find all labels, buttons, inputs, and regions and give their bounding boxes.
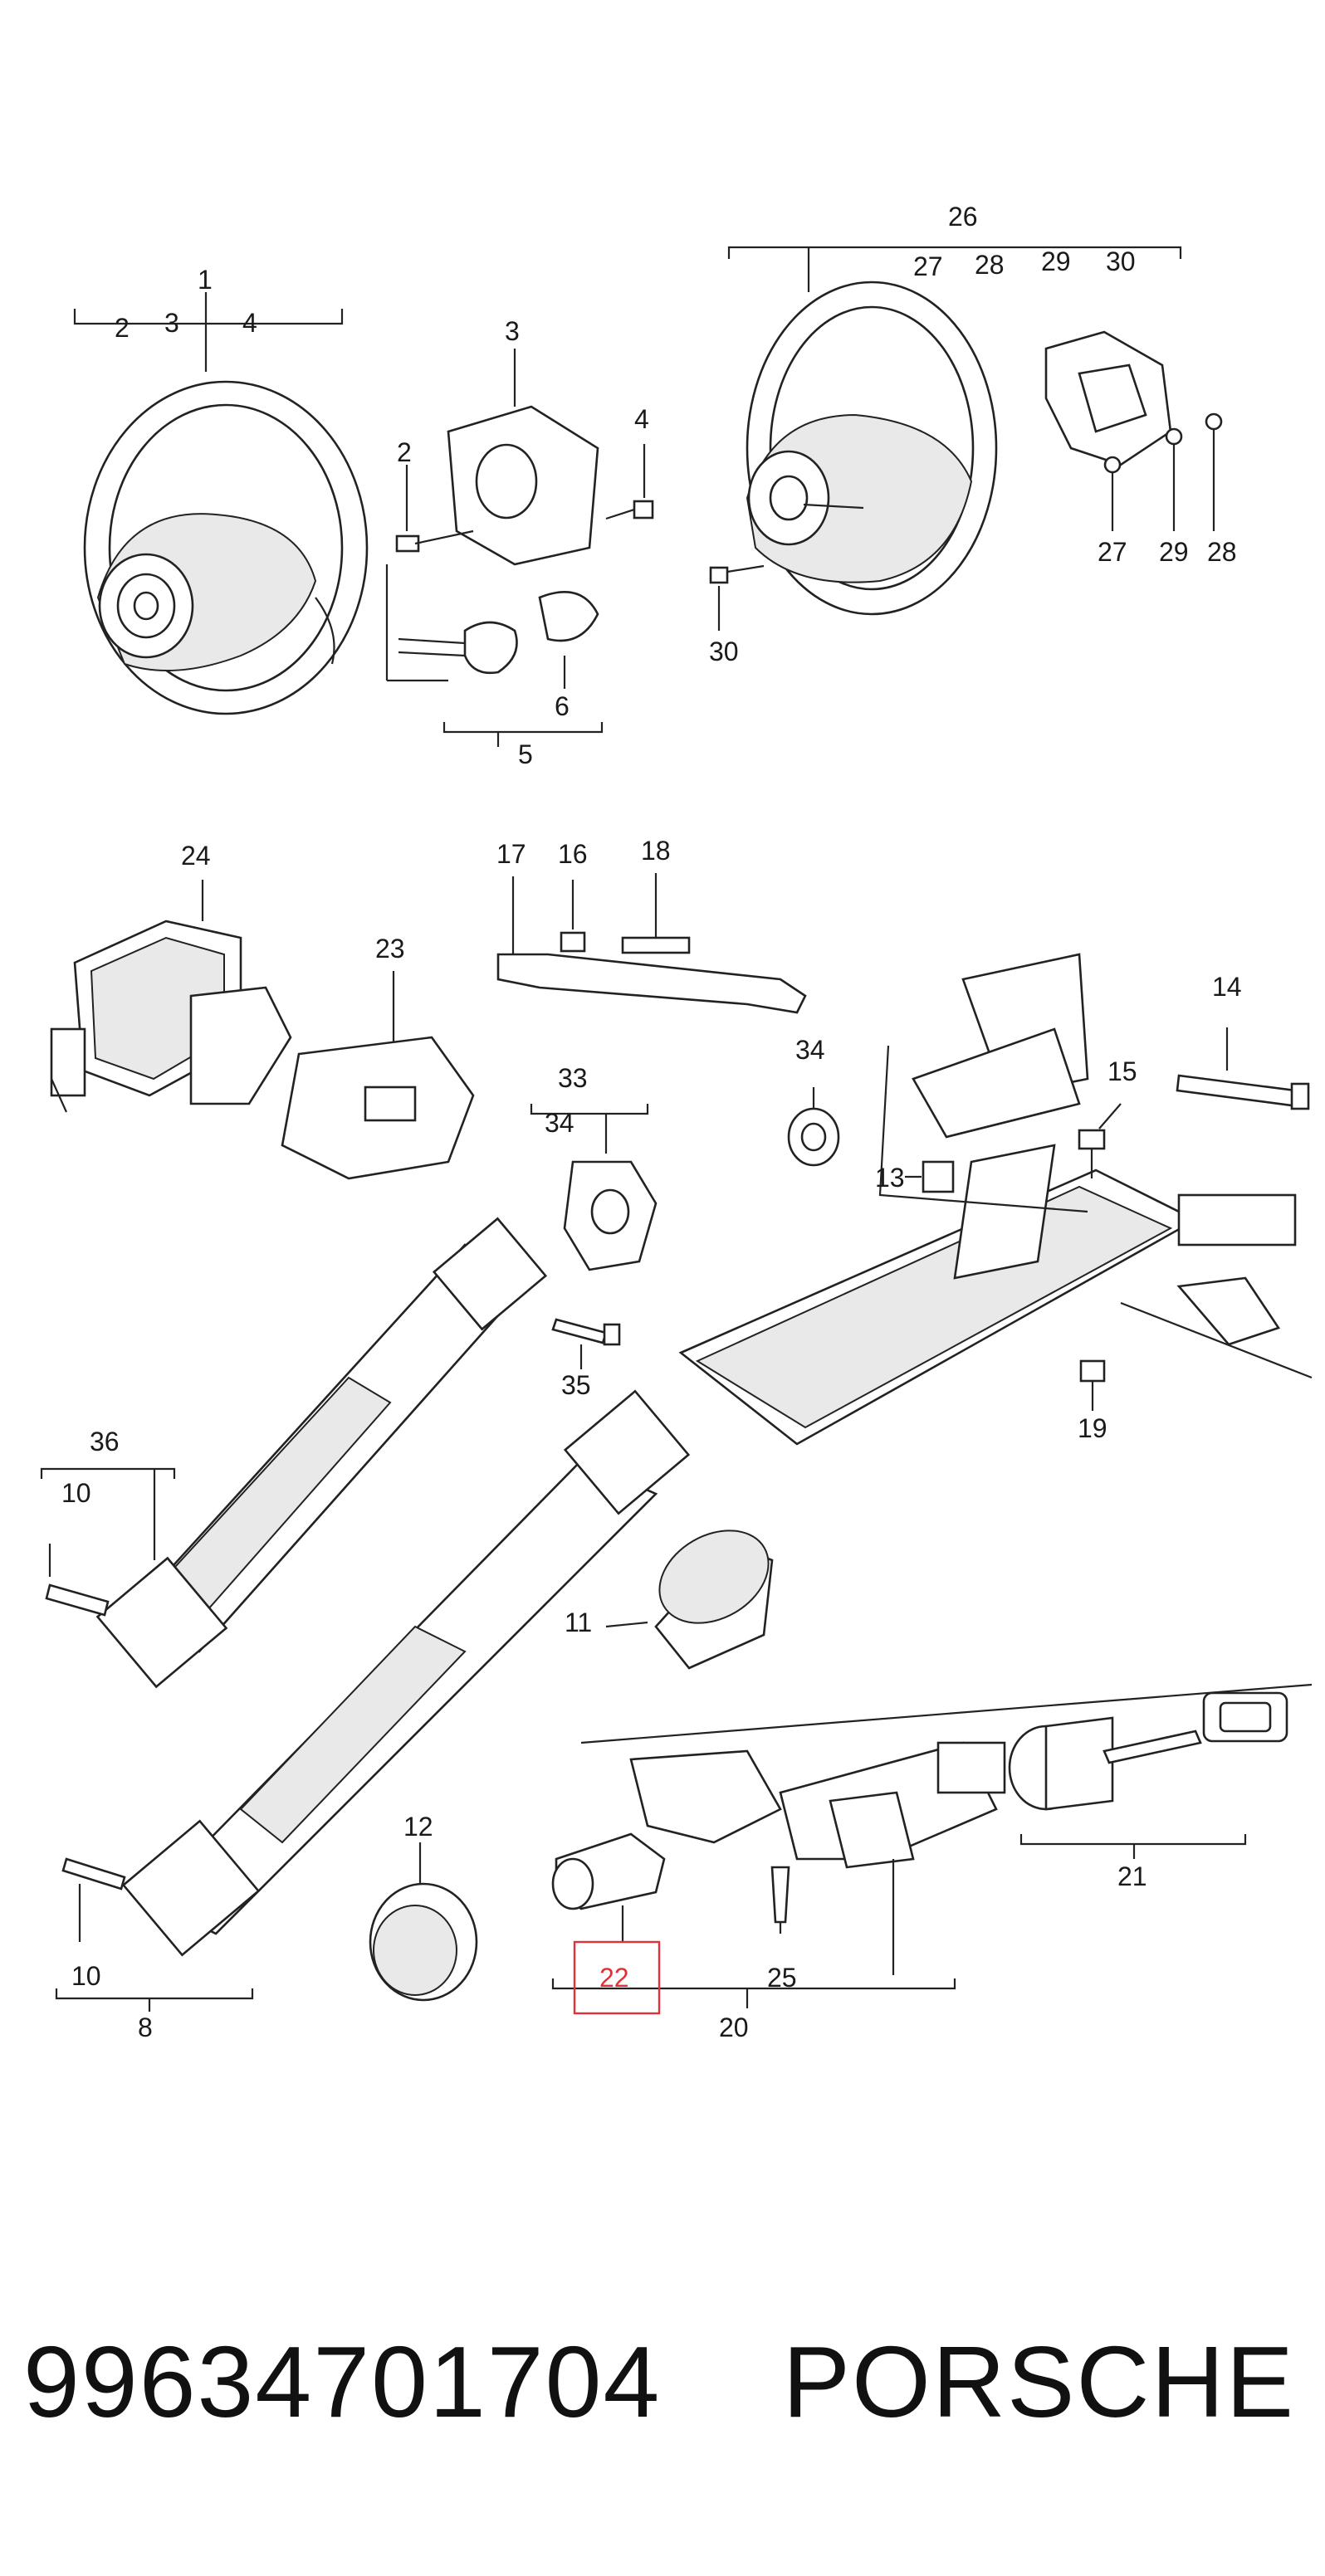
callout-30: 30 — [709, 637, 739, 666]
callout-3: 3 — [505, 316, 520, 346]
callout-14: 14 — [1212, 972, 1242, 1002]
callout-1: 1 — [198, 265, 213, 295]
callout-25: 25 — [767, 1963, 797, 1993]
callout-22: 22 — [599, 1963, 629, 1993]
horn-plate-27 — [1044, 330, 1223, 531]
callout-12: 12 — [403, 1812, 433, 1842]
footer: 99634701704 PORSCHE — [0, 2315, 1325, 2448]
callout-33: 33 — [558, 1063, 588, 1093]
bushing-34 — [787, 1087, 840, 1167]
callout-3a: 3 — [164, 308, 179, 338]
steering-wheel-26 — [709, 246, 1182, 631]
lock-cylinder-key-21 — [1008, 1691, 1288, 1859]
support-bracket-17 — [496, 873, 807, 1014]
callout-30a: 30 — [1106, 246, 1136, 276]
rubber-boot-11 — [605, 1530, 774, 1670]
ignition-switch-22 — [551, 1832, 666, 1942]
callout-4a: 4 — [242, 308, 257, 338]
callout-20: 20 — [719, 2013, 749, 2042]
callout-2a: 2 — [115, 313, 130, 343]
callout-10b: 10 — [71, 1961, 101, 1991]
callout-10a: 10 — [61, 1478, 91, 1508]
contact-assembly-5 — [385, 564, 604, 747]
callout-4: 4 — [634, 404, 649, 434]
ignition-lock-assembly-20 — [551, 1683, 1313, 2008]
callout-labels: 1 2 3 4 3 2 4 6 5 26 27 28 29 30 27 29 2… — [61, 202, 1242, 2042]
steering-wheel-1 — [73, 292, 369, 715]
callout-16: 16 — [558, 839, 588, 869]
part-number: 99634701704 — [23, 2325, 662, 2438]
callout-26: 26 — [948, 202, 978, 232]
brand-name: PORSCHE — [782, 2325, 1295, 2438]
fasteners-right — [905, 1027, 1310, 1411]
callout-29a: 29 — [1041, 246, 1071, 276]
callout-17: 17 — [496, 839, 526, 869]
callout-19: 19 — [1078, 1413, 1107, 1443]
slip-ring-33 — [530, 1104, 658, 1271]
callout-29: 29 — [1159, 537, 1189, 567]
callout-23: 23 — [375, 934, 405, 964]
steering-lock-housing-24 — [50, 880, 292, 1113]
callout-27a: 27 — [913, 251, 943, 281]
callout-6: 6 — [555, 691, 570, 721]
callout-34: 34 — [795, 1035, 825, 1065]
callout-15: 15 — [1107, 1056, 1137, 1086]
cap-12 — [369, 1842, 478, 2002]
horn-contact-bracket-3 — [395, 349, 654, 566]
callout-35: 35 — [561, 1370, 591, 1400]
screw-35 — [551, 1318, 621, 1369]
callout-2: 2 — [397, 437, 412, 467]
lower-shaft-8 — [55, 1389, 691, 2012]
callout-36: 36 — [90, 1427, 120, 1456]
highlight-box-22 — [573, 1940, 661, 2015]
callout-27: 27 — [1098, 537, 1127, 567]
callout-18: 18 — [641, 836, 671, 866]
steering-column-main — [678, 953, 1313, 1446]
callout-28: 28 — [1207, 537, 1237, 567]
switch-plate-23 — [281, 971, 475, 1180]
callout-13: 13 — [875, 1163, 905, 1193]
intermediate-shaft-36 — [40, 1217, 548, 1689]
callout-21: 21 — [1117, 1861, 1147, 1891]
callout-34b: 34 — [545, 1108, 574, 1138]
callout-24: 24 — [181, 841, 211, 871]
callout-28a: 28 — [975, 250, 1005, 280]
callout-11: 11 — [565, 1608, 592, 1637]
callout-8: 8 — [138, 2013, 153, 2042]
callout-5: 5 — [518, 739, 533, 769]
